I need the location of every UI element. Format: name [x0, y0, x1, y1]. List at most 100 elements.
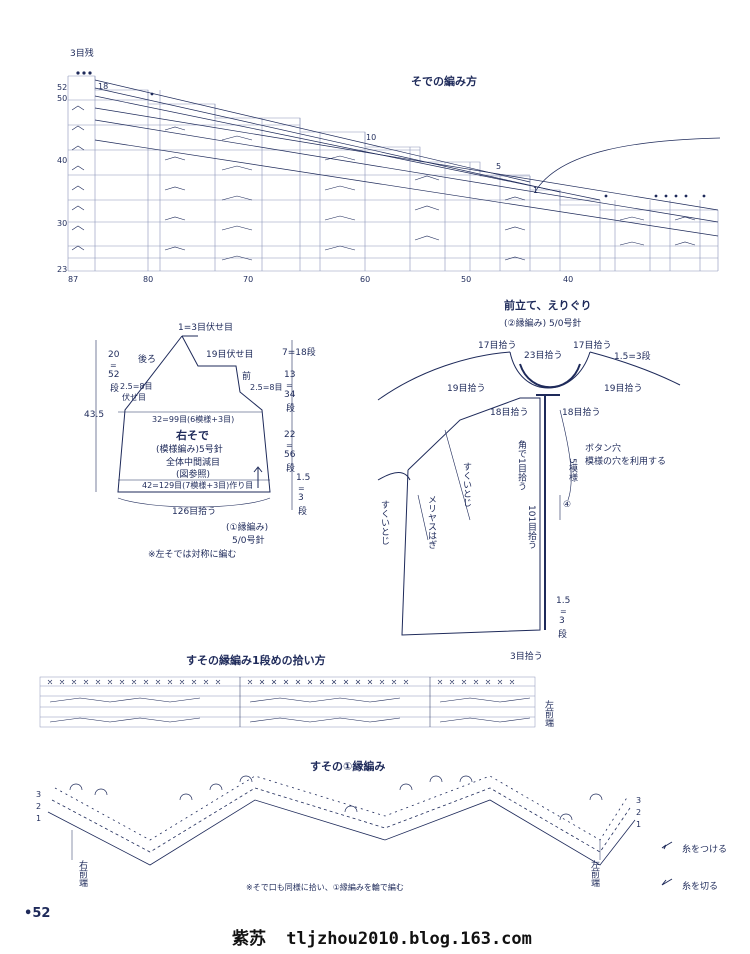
pick-23: 23目拾う: [524, 351, 563, 361]
left-unit: 段: [110, 384, 120, 394]
edge-row-left-1: 1: [36, 814, 42, 823]
sukui-a: すくいとじ: [461, 462, 471, 507]
rows-b-eq: =: [286, 381, 293, 390]
watermark-url: tljzhou2010.blog.163.com: [286, 929, 532, 949]
rows-d-unit: 段: [298, 507, 308, 517]
rows-b-val: 34: [284, 390, 296, 400]
bottom-unit: 段: [558, 630, 568, 640]
note-b: (図参照): [176, 470, 211, 480]
meriyasu: メリヤスはぎ: [426, 495, 436, 549]
col-label-50: 50: [461, 275, 472, 284]
note-a: 全体中間減目: [166, 458, 221, 468]
mirror-note: ※左そでは対称に編む: [148, 550, 237, 560]
edge-b: 5/0号針: [232, 536, 265, 546]
legend-attach: 糸をつける: [682, 845, 728, 855]
front-band-title: 前立て、えりぐり: [504, 299, 592, 312]
bottom-1-5: 1.5: [556, 596, 571, 606]
rows-1-5: 1.5=3段: [614, 352, 651, 362]
pick-18-left: 18目拾う: [490, 408, 529, 418]
front-label: 前: [242, 372, 252, 382]
edge-a: (①縁編み): [226, 523, 269, 533]
edging-note: ※そで口も同様に拾い、①縁編みを輪で編む: [246, 883, 404, 892]
watermark: 紫苏 tljzhou2010.blog.163.com: [232, 924, 532, 949]
front-band-subtitle: (②縁編み) 5/0号針: [504, 319, 582, 329]
edge-row-right-3: 3: [636, 796, 642, 805]
corner-pick: 角で1目拾う: [516, 440, 526, 491]
pick-101: 101目拾う: [526, 505, 536, 550]
row-label-23: 23: [57, 265, 68, 274]
row-label-30: 30: [57, 219, 68, 228]
sleeve-name: 右そで: [176, 429, 209, 442]
col-label-87: 87: [68, 275, 79, 284]
marker-10: 10: [366, 133, 377, 142]
front-dec: 2.5=8目: [250, 383, 283, 392]
col-label-60: 60: [360, 275, 371, 284]
col-label-80: 80: [143, 275, 154, 284]
pick-19-right: 19目拾う: [604, 384, 643, 394]
row-label-40: 40: [57, 156, 68, 165]
left-front-edge: 左前端: [589, 860, 599, 887]
page-number-bullet: •: [24, 906, 33, 921]
sukui-b: すくいとじ: [379, 500, 389, 545]
rows-c-top: 22: [284, 430, 296, 440]
rows-b-unit: 段: [286, 404, 296, 414]
rows-c-unit: 段: [286, 464, 296, 474]
pick-18-right: 18目拾う: [562, 408, 601, 418]
row-label-52: 52: [57, 83, 68, 92]
page-number-value: 52: [32, 906, 51, 921]
button-hole-a: ボタン穴: [585, 444, 622, 454]
back-dec-a: 2.5=8目: [120, 382, 153, 391]
bottom-3: 3: [559, 616, 565, 626]
marker-1: 1: [533, 186, 539, 195]
pickup-126: 126目拾う: [172, 507, 217, 517]
sleeve-chart-title: そでの編み方: [411, 75, 477, 88]
left-eq: =: [110, 361, 117, 370]
edge-row-left-2: 2: [36, 802, 42, 811]
pick-17-right: 17目拾う: [573, 341, 612, 351]
rows-c-val: 56: [284, 450, 296, 460]
pattern-4: ④: [563, 500, 572, 510]
left-top: 20: [108, 350, 120, 360]
col-label-40: 40: [563, 275, 574, 284]
edge-row-right-2: 2: [636, 808, 642, 817]
back-label: 後ろ: [138, 355, 157, 365]
pick-17-left: 17目拾う: [478, 341, 517, 351]
sleeve-chart-top-note: 3目残: [70, 49, 94, 59]
sleeve-pattern: (模様編み)5号針: [156, 445, 223, 455]
pickup-chart-title: すその縁編み1段めの拾い方: [186, 654, 326, 667]
edging-chart-title: すその①縁編み: [310, 760, 386, 773]
rows-a-top: 7=18段: [282, 348, 316, 358]
edge-row-right-1: 1: [636, 820, 642, 829]
pattern-5: 5模様: [567, 458, 577, 482]
width-top: 32=99目(6模様+3目): [152, 415, 235, 424]
marker-5: 5: [496, 162, 502, 171]
pick-3: 3目拾う: [510, 652, 543, 662]
pickup-side-label: 左前端: [543, 700, 553, 727]
top-decrease: 1=3目伏せ目: [178, 323, 233, 333]
right-row-label: 18: [98, 82, 109, 91]
row-label-50: 50: [57, 94, 68, 103]
page-number: •52: [24, 906, 50, 921]
pick-19-left: 19目拾う: [447, 384, 486, 394]
col-label-70: 70: [243, 275, 254, 284]
rows-b-top: 13: [284, 370, 296, 380]
sleeve-chart-grid: [67, 71, 721, 272]
rows-c-eq: =: [286, 441, 293, 450]
cast-on: 42=129目(7模様+3目)作り目: [142, 481, 254, 490]
rows-d-eq: =: [298, 484, 305, 493]
watermark-cn: 紫苏: [232, 929, 266, 949]
legend-cut: 糸を切る: [682, 882, 719, 892]
edge-row-left-3: 3: [36, 790, 42, 799]
rows-d-top: 1.5: [296, 473, 311, 483]
bottom-eq: =: [560, 607, 567, 616]
rows-d-val: 3: [298, 493, 304, 503]
button-hole-b: 模様の穴を利用する: [585, 457, 667, 467]
left-rows: 52: [108, 370, 120, 380]
height-43-5: 43.5: [84, 410, 105, 420]
back-dec-b: 伏せ目: [122, 393, 146, 402]
right-front-edge: 右前端: [77, 860, 87, 887]
